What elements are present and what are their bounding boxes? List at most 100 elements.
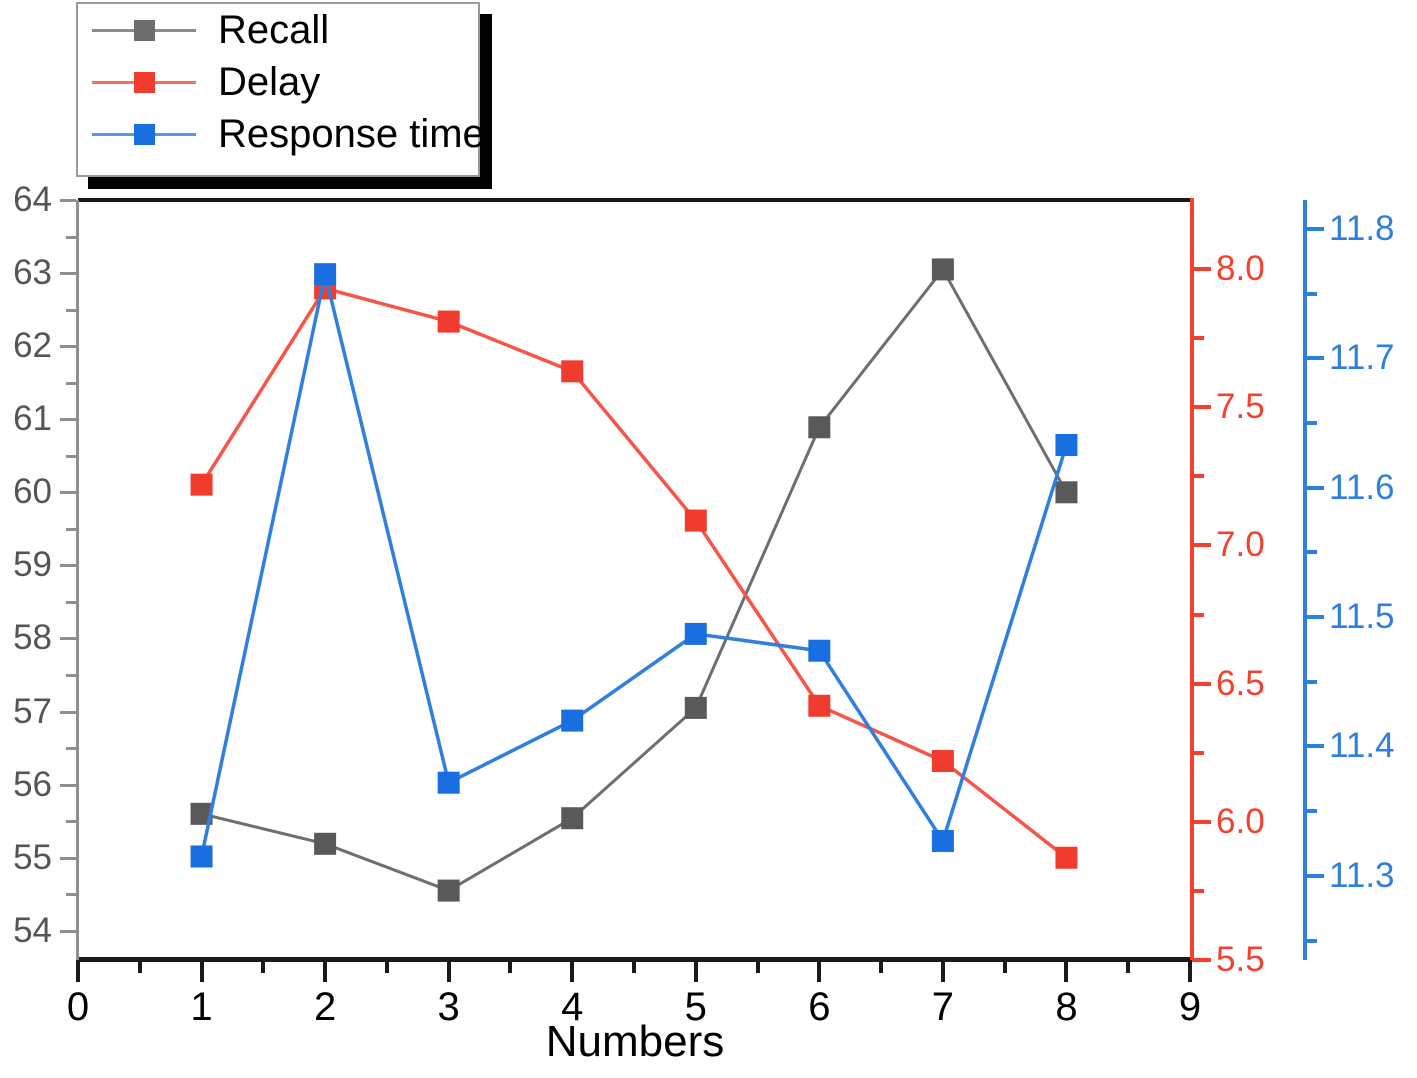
y-axis-response-time-tick-label: 11.6 bbox=[1329, 467, 1395, 507]
legend-item-delay[interactable]: Delay bbox=[78, 56, 478, 108]
x-axis-minor-tick bbox=[384, 960, 389, 973]
legend-swatch-delay bbox=[92, 71, 196, 93]
y-axis-delay-minor-tick bbox=[1194, 612, 1204, 617]
y-axis-left-minor-tick bbox=[66, 600, 76, 604]
x-axis-tick-label: 0 bbox=[66, 985, 90, 1029]
y-axis-response-time-minor-tick bbox=[1307, 550, 1317, 555]
y-axis-response-time-tick-label: 11.4 bbox=[1329, 726, 1395, 766]
y-axis-left-minor-tick bbox=[66, 527, 76, 531]
y-axis-delay-tick bbox=[1194, 819, 1211, 824]
y-axis-delay-tick-label: 7.5 bbox=[1216, 387, 1265, 427]
legend-item-recall[interactable]: Recall bbox=[78, 4, 478, 56]
x-axis-minor-tick bbox=[508, 960, 513, 973]
y-axis-response-time-tick bbox=[1307, 744, 1324, 749]
y-axis-left-tick-label: 62 bbox=[13, 326, 52, 366]
y-axis-left-tick bbox=[60, 710, 76, 714]
data-point-marker bbox=[808, 639, 831, 662]
x-axis-minor-tick bbox=[137, 960, 142, 973]
data-point-marker bbox=[1055, 433, 1078, 456]
y-axis-left-tick-label: 57 bbox=[13, 691, 52, 731]
data-point-marker bbox=[808, 694, 831, 717]
y-axis-delay-tick bbox=[1194, 405, 1211, 410]
x-axis-tick bbox=[817, 960, 822, 982]
legend-label-response-time: Response time bbox=[218, 112, 485, 156]
y-axis-response-time-minor-tick bbox=[1307, 291, 1317, 296]
x-axis-line bbox=[78, 957, 1192, 962]
data-point-marker bbox=[314, 832, 337, 855]
x-axis-minor-tick bbox=[1002, 960, 1007, 973]
y-axis-delay-line bbox=[1190, 198, 1194, 962]
y-axis-left-tick-label: 55 bbox=[13, 837, 52, 877]
y-axis-delay-minor-tick bbox=[1194, 336, 1204, 341]
x-axis-tick-label: 8 bbox=[1055, 985, 1078, 1029]
x-axis-minor-tick bbox=[632, 960, 636, 973]
y-axis-left-minor-tick bbox=[66, 747, 76, 751]
y-axis-response-time-minor-tick bbox=[1307, 938, 1317, 943]
y-axis-left-minor-tick bbox=[66, 893, 76, 897]
x-axis-tick-label: 2 bbox=[313, 985, 337, 1029]
series-line bbox=[199, 273, 1069, 857]
series-recall bbox=[190, 258, 1078, 902]
y-axis-left-tick bbox=[60, 856, 76, 860]
data-point-marker bbox=[1055, 481, 1078, 504]
y-axis-left-tick bbox=[60, 564, 76, 568]
x-axis-tick bbox=[940, 960, 945, 982]
data-point-marker bbox=[190, 845, 213, 868]
y-axis-left-tick bbox=[60, 272, 76, 276]
y-axis-left-minor-tick bbox=[66, 674, 76, 677]
data-point-marker bbox=[931, 829, 954, 852]
data-point-marker bbox=[561, 360, 584, 383]
x-axis-tick-label: 4 bbox=[561, 985, 584, 1029]
y-axis-response-time-tick-label: 11.8 bbox=[1329, 208, 1395, 248]
legend-label-recall: Recall bbox=[218, 8, 330, 52]
y-axis-left-tick bbox=[60, 929, 76, 933]
x-axis-minor-tick bbox=[755, 960, 760, 973]
y-axis-delay-tick-label: 6.5 bbox=[1216, 663, 1265, 703]
data-point-marker bbox=[931, 258, 954, 281]
x-axis-tick bbox=[693, 960, 698, 982]
chart-legend[interactable]: Recall Delay Response time bbox=[76, 2, 485, 177]
y-axis-left-tick-label: 59 bbox=[13, 545, 52, 585]
y-axis-left-line bbox=[76, 200, 79, 960]
data-point-marker bbox=[684, 622, 707, 645]
y-axis-delay-tick-label: 5.5 bbox=[1216, 940, 1265, 979]
x-axis-tick bbox=[199, 960, 204, 982]
y-axis-response-time-tick bbox=[1307, 226, 1324, 231]
y-axis-left-tick-label: 60 bbox=[13, 472, 52, 512]
y-axis-response-time-tick bbox=[1307, 356, 1324, 361]
x-axis-minor-tick bbox=[261, 960, 266, 973]
y-axis-response-time-tick bbox=[1307, 615, 1324, 620]
x-axis-tick bbox=[446, 960, 451, 982]
y-axis-left-tick-label: 64 bbox=[13, 180, 52, 219]
y-axis-left-tick bbox=[60, 345, 76, 349]
y-axis-left-tick bbox=[60, 199, 76, 202]
y-axis-response-time-minor-tick bbox=[1307, 809, 1317, 814]
legend-swatch-response-time bbox=[92, 123, 196, 145]
y-axis-response-time-minor-tick bbox=[1307, 420, 1317, 425]
data-point-marker bbox=[561, 709, 584, 732]
y-axis-left-tick bbox=[60, 783, 76, 787]
data-point-marker bbox=[190, 802, 213, 825]
data-point-marker bbox=[808, 416, 831, 439]
x-axis-tick bbox=[76, 960, 80, 982]
series-delay bbox=[190, 277, 1078, 869]
y-axis-delay-tick bbox=[1194, 958, 1211, 962]
x-axis-tick bbox=[1188, 960, 1192, 982]
y-axis-left-minor-tick bbox=[66, 308, 76, 312]
legend-item-response-time[interactable]: Response time bbox=[78, 108, 485, 160]
y-axis-left-tick bbox=[60, 418, 76, 422]
y-axis-left-tick-label: 56 bbox=[13, 764, 52, 804]
data-point-marker bbox=[684, 509, 707, 532]
legend-label-delay: Delay bbox=[218, 60, 321, 104]
x-axis-title: Numbers bbox=[545, 1017, 725, 1066]
legend-swatch-recall bbox=[92, 19, 196, 41]
x-axis-tick-label: 3 bbox=[437, 985, 460, 1029]
data-point-marker bbox=[437, 771, 460, 794]
y-axis-left-tick-label: 54 bbox=[13, 910, 52, 950]
x-axis-minor-tick bbox=[1126, 960, 1131, 973]
y-axis-delay-tick-label: 7.0 bbox=[1216, 525, 1265, 565]
data-point-marker bbox=[314, 263, 337, 286]
y-axis-delay-minor-tick bbox=[1194, 888, 1204, 893]
y-axis-delay-tick-label: 6.0 bbox=[1216, 801, 1265, 841]
y-axis-response-time-tick bbox=[1307, 873, 1324, 878]
